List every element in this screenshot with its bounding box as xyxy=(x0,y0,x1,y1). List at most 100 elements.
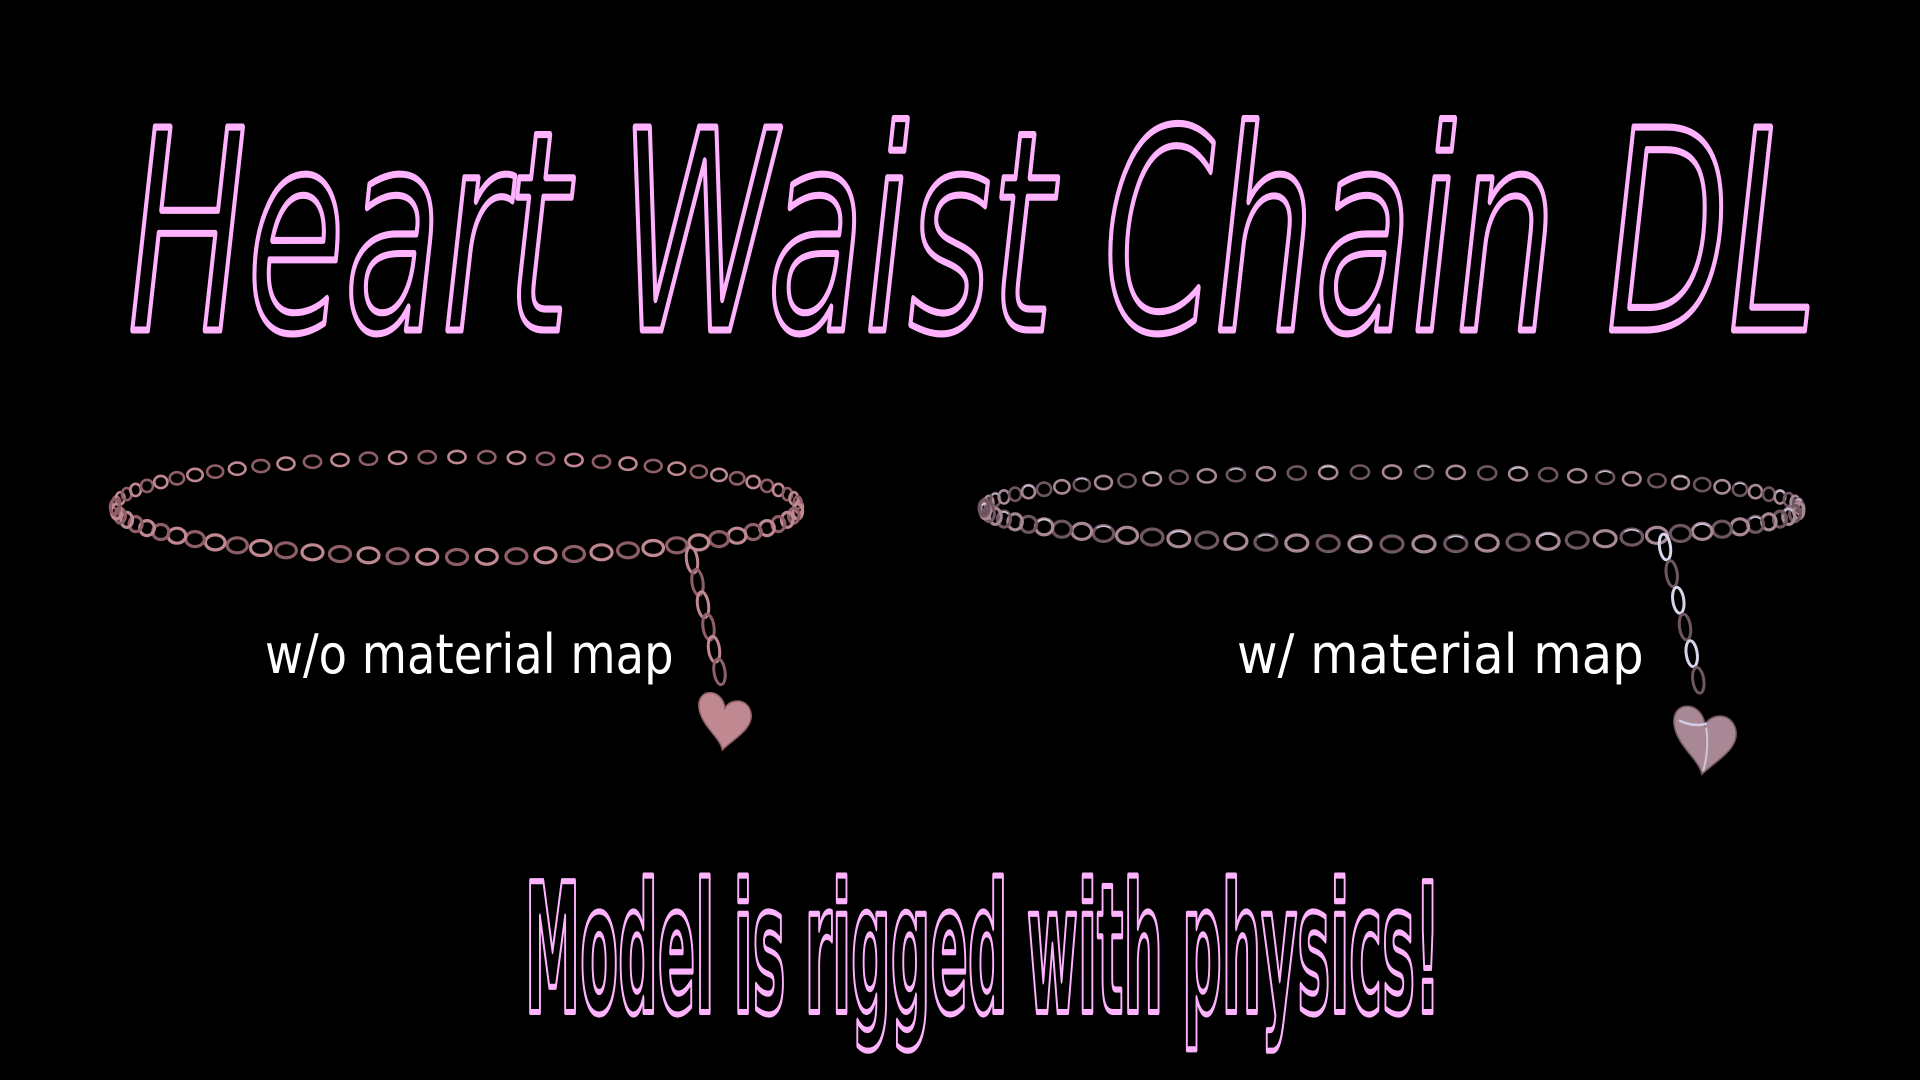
chains-graphic xyxy=(108,449,1806,776)
chain-highlight xyxy=(1037,518,1051,523)
chain-link xyxy=(385,547,410,566)
chain-link xyxy=(327,544,353,564)
chain-link xyxy=(387,450,408,466)
waist-chain-without-material-map xyxy=(108,449,805,752)
chain-link xyxy=(1692,476,1712,493)
chain-link xyxy=(1349,464,1371,480)
chain-link xyxy=(1139,527,1165,547)
chain-link xyxy=(1168,469,1190,486)
page-title: Heart Waist Chain DL xyxy=(128,71,1817,396)
chain-highlight xyxy=(1749,516,1762,520)
pendant-link xyxy=(1691,665,1706,695)
chain-link xyxy=(476,449,497,465)
chain-link xyxy=(728,470,746,486)
chain-link xyxy=(708,529,730,549)
chain-link xyxy=(1035,481,1053,498)
chain-link xyxy=(779,510,795,530)
chain-link xyxy=(139,478,155,494)
chain-link xyxy=(1713,478,1731,495)
chain-link xyxy=(1284,533,1310,553)
chain-link xyxy=(504,547,529,566)
chain-link xyxy=(251,458,271,474)
chain-link xyxy=(687,533,711,552)
chain-link xyxy=(618,456,638,472)
pendant-link xyxy=(1677,612,1693,642)
chain-link xyxy=(1381,464,1403,480)
chain-link xyxy=(203,533,227,552)
chain-link xyxy=(1006,512,1024,532)
chain-highlight xyxy=(1023,484,1034,488)
chain-link xyxy=(1223,531,1249,551)
chain-link xyxy=(506,450,527,466)
chain-link xyxy=(276,456,296,472)
chain-highlight xyxy=(1795,498,1803,502)
chain-link xyxy=(1747,483,1764,500)
chain-link xyxy=(1564,530,1590,550)
chain-link xyxy=(1286,465,1308,481)
chain-highlight xyxy=(1171,530,1187,535)
chain-link xyxy=(1505,532,1531,552)
chain-link xyxy=(205,464,225,479)
chain-link xyxy=(227,461,247,477)
chain-link xyxy=(643,458,663,474)
chain-link xyxy=(1007,486,1023,503)
chain-link xyxy=(356,546,381,565)
chain-link xyxy=(1782,491,1795,508)
chain-link xyxy=(119,510,135,530)
chain-link xyxy=(564,452,584,468)
waist-chain-with-material-map xyxy=(977,464,1806,776)
chain-link xyxy=(415,547,440,566)
chain-link xyxy=(615,541,640,560)
chain-link xyxy=(1194,530,1220,550)
chain-link xyxy=(1647,472,1667,489)
chain-link xyxy=(1315,533,1341,554)
chain-link xyxy=(1476,465,1498,481)
heart-highlight xyxy=(1678,719,1708,727)
chain-highlight xyxy=(1258,534,1274,538)
chain-link xyxy=(1771,509,1789,529)
chain-highlight xyxy=(1145,472,1159,476)
chain-link xyxy=(1114,525,1140,546)
chain-link xyxy=(358,451,379,467)
chain-link xyxy=(689,464,709,479)
chain-link xyxy=(1379,534,1405,554)
chain-highlight xyxy=(1229,468,1243,472)
chain-highlight xyxy=(1096,525,1111,529)
chain-highlight xyxy=(1511,467,1525,471)
chain-link xyxy=(1255,465,1277,482)
pendant-link xyxy=(712,657,727,687)
chain-link xyxy=(225,536,249,555)
chain-link xyxy=(641,538,666,558)
chain-link xyxy=(1474,533,1500,553)
label-without-material-map: w/o material map xyxy=(265,623,674,686)
chain-link xyxy=(474,547,499,566)
chain-link xyxy=(1445,464,1467,481)
chain-link xyxy=(1196,467,1218,484)
chain-highlight xyxy=(1775,490,1785,494)
chain-highlight xyxy=(1321,465,1335,469)
chain-highlight xyxy=(1598,470,1612,474)
chain-highlight xyxy=(1624,529,1640,533)
chain-link xyxy=(561,544,587,564)
chain-link xyxy=(447,449,467,465)
chain-highlight xyxy=(1734,482,1746,486)
chain-link xyxy=(589,543,614,562)
pendant-link xyxy=(1671,585,1686,615)
chain-link xyxy=(535,451,556,467)
pendant-link xyxy=(1684,639,1699,669)
chain-link xyxy=(152,474,169,490)
chain-link xyxy=(1117,472,1137,489)
physics-tagline: Model is rigged with physics! xyxy=(525,846,1440,1055)
chain-link xyxy=(977,498,991,518)
chain-link xyxy=(248,538,273,558)
chain-link xyxy=(300,543,325,562)
pendant-link xyxy=(1664,559,1679,589)
pendant-link xyxy=(1657,532,1673,562)
chain-link xyxy=(1621,470,1642,487)
chain-link xyxy=(665,536,689,555)
chain-link xyxy=(1566,467,1588,484)
chain-highlight xyxy=(1674,475,1687,479)
heart-pendant-icon xyxy=(698,692,752,752)
